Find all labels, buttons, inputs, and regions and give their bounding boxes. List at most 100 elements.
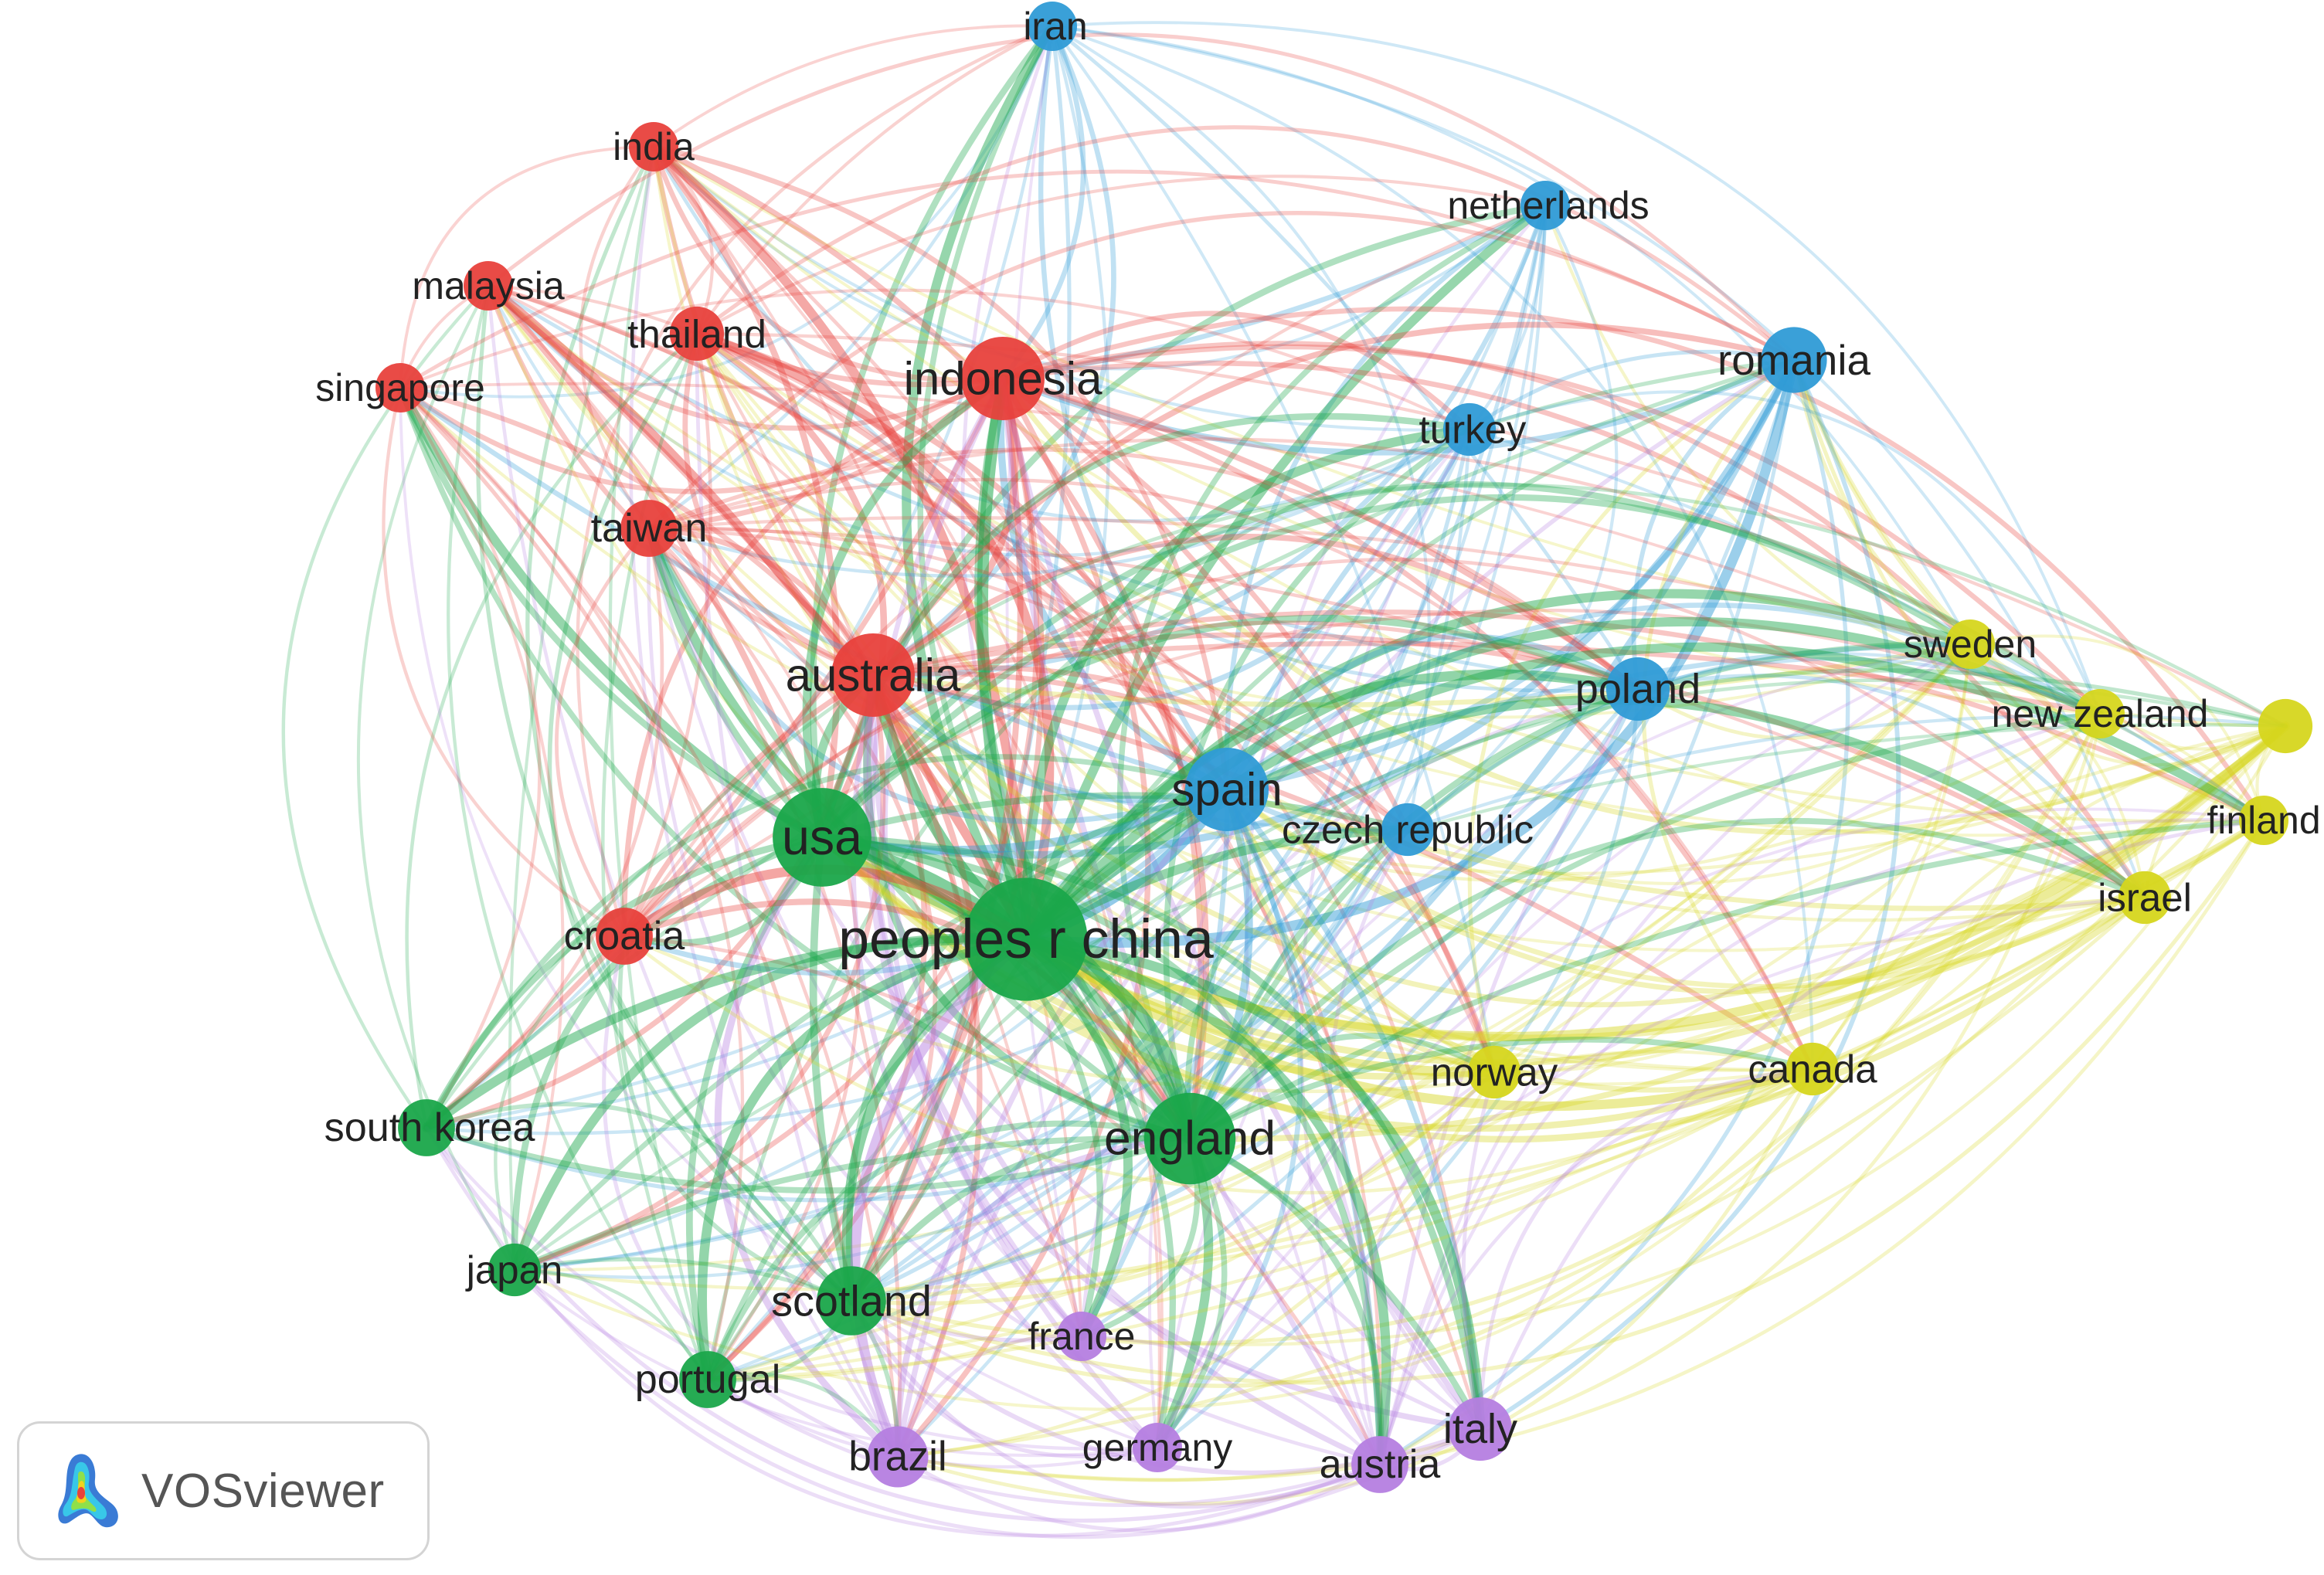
node-usa[interactable] xyxy=(773,788,872,887)
node-label-czech-republic[interactable]: czech republic xyxy=(1282,808,1534,852)
node-new-zealand[interactable] xyxy=(2075,689,2125,738)
node-label-sweden[interactable]: sweden xyxy=(1904,623,2037,666)
node-israel[interactable] xyxy=(2118,871,2172,925)
node-croatia[interactable] xyxy=(596,908,653,965)
link-england-austria xyxy=(1187,1135,1385,1468)
node-taiwan[interactable] xyxy=(620,500,678,557)
node-label-netherlands[interactable]: netherlands xyxy=(1447,184,1649,227)
link-poland-spain xyxy=(1224,633,1641,793)
node-label-brazil[interactable]: brazil xyxy=(848,1434,947,1480)
node-finland[interactable] xyxy=(2239,796,2288,845)
node-peoples-r-china[interactable] xyxy=(964,877,1088,1001)
link-england-brazil xyxy=(894,1135,1194,1461)
link-new-zealand-austria xyxy=(1378,711,2102,1467)
node-label-peoples-r-china[interactable]: peoples r china xyxy=(838,908,1214,970)
node-portugal[interactable] xyxy=(679,1351,736,1408)
node-thailand[interactable] xyxy=(669,306,725,362)
link-singapore-spain xyxy=(397,385,1230,793)
node-label-iran[interactable]: iran xyxy=(1023,5,1087,48)
node-poland[interactable] xyxy=(1605,657,1670,721)
node-label-new-zealand[interactable]: new zealand xyxy=(1992,692,2209,735)
node-label-israel[interactable]: israel xyxy=(2098,876,2192,920)
node-germany[interactable] xyxy=(1133,1423,1182,1472)
node-label-italy[interactable]: italy xyxy=(1443,1406,1517,1452)
link-spain-england xyxy=(1185,785,1253,1143)
node-label-south-korea[interactable]: south korea xyxy=(324,1105,536,1150)
node-label-india[interactable]: india xyxy=(613,125,695,168)
node-italy[interactable] xyxy=(1448,1397,1513,1461)
link-new-zealand-england xyxy=(1187,711,2103,1142)
link-romania-scotland xyxy=(848,357,1797,1304)
node-label-germany[interactable]: germany xyxy=(1082,1426,1233,1469)
node-india[interactable] xyxy=(629,122,678,171)
link-unlabeled-yellow-canada xyxy=(1810,724,2288,1071)
node-label-taiwan[interactable]: taiwan xyxy=(591,506,708,551)
node-south-korea[interactable] xyxy=(398,1099,455,1156)
node-label-poland[interactable]: poland xyxy=(1575,666,1701,712)
node-brazil[interactable] xyxy=(867,1426,929,1488)
node-norway[interactable] xyxy=(1467,1045,1521,1099)
node-romania[interactable] xyxy=(1761,327,1827,393)
link-australia-england xyxy=(863,670,1194,1143)
node-sweden[interactable] xyxy=(1945,619,1995,669)
node-label-portugal[interactable]: portugal xyxy=(635,1357,781,1402)
node-turkey[interactable] xyxy=(1442,402,1497,457)
link-canada-austria xyxy=(1378,1067,1815,1467)
node-singapore[interactable] xyxy=(375,363,425,412)
link-unlabeled-yellow-japan xyxy=(512,723,2288,1272)
node-malaysia[interactable] xyxy=(464,261,513,311)
node-scotland[interactable] xyxy=(817,1266,886,1336)
node-iran[interactable] xyxy=(1028,2,1077,51)
link-peoples-r-china-france xyxy=(1021,935,1133,1341)
link-india-new-zealand xyxy=(652,145,2101,715)
node-label-japan[interactable]: japan xyxy=(465,1248,563,1292)
link-usa-japan xyxy=(511,833,826,1274)
link-netherlands-spain xyxy=(1224,202,1548,793)
node-label-australia[interactable]: australia xyxy=(786,650,961,701)
node-unlabeled-yellow[interactable] xyxy=(2258,698,2313,754)
link-iran-usa xyxy=(810,22,1056,841)
link-thailand-romania xyxy=(695,125,1796,362)
link-australia-poland xyxy=(870,534,1641,692)
node-spain[interactable] xyxy=(1185,748,1269,831)
node-label-scotland[interactable]: scotland xyxy=(771,1277,932,1326)
node-label-spain[interactable]: spain xyxy=(1171,764,1282,816)
node-label-finland[interactable]: finland xyxy=(2207,799,2320,842)
link-peoples-r-china-south-korea xyxy=(421,934,1031,1133)
link-sweden-austria xyxy=(1378,642,1972,1467)
node-netherlands[interactable] xyxy=(1520,181,1570,230)
link-turkey-taiwan xyxy=(647,427,1472,578)
node-label-england[interactable]: england xyxy=(1104,1112,1276,1166)
link-croatia-england xyxy=(621,898,1193,1142)
vosviewer-logo-icon xyxy=(58,1454,118,1528)
node-england[interactable] xyxy=(1143,1092,1236,1185)
node-label-norway[interactable]: norway xyxy=(1431,1051,1558,1095)
node-label-malaysia[interactable]: malaysia xyxy=(412,264,564,307)
node-label-singapore[interactable]: singapore xyxy=(315,366,485,409)
node-label-romania[interactable]: romania xyxy=(1718,336,1870,384)
node-indonesia[interactable] xyxy=(961,337,1045,420)
link-canada-italy xyxy=(1478,1067,1815,1431)
node-label-canada[interactable]: canada xyxy=(1748,1047,1877,1091)
node-austria[interactable] xyxy=(1351,1436,1408,1493)
link-india-france xyxy=(652,145,1083,1338)
node-france[interactable] xyxy=(1057,1312,1106,1361)
link-usa-portugal xyxy=(685,833,826,1383)
node-label-croatia[interactable]: croatia xyxy=(564,914,686,959)
link-singapore-croatia xyxy=(382,385,627,939)
node-label-france[interactable]: france xyxy=(1028,1315,1136,1358)
link-taiwan-norway xyxy=(647,526,1497,1074)
node-australia[interactable] xyxy=(831,633,915,717)
link-unlabeled-yellow-israel xyxy=(2142,724,2288,900)
link-peoples-r-china-austria xyxy=(1021,934,1391,1470)
node-label-indonesia[interactable]: indonesia xyxy=(904,353,1103,405)
node-label-usa[interactable]: usa xyxy=(782,810,862,865)
link-malaysia-israel xyxy=(487,284,2146,952)
link-iran-israel xyxy=(1051,25,2146,899)
node-label-austria[interactable]: austria xyxy=(1320,1442,1442,1487)
node-label-thailand[interactable]: thailand xyxy=(627,311,766,356)
node-canada[interactable] xyxy=(1785,1042,1840,1096)
node-label-turkey[interactable]: turkey xyxy=(1419,408,1527,452)
node-czech-republic[interactable] xyxy=(1381,803,1435,857)
node-japan[interactable] xyxy=(488,1243,542,1297)
